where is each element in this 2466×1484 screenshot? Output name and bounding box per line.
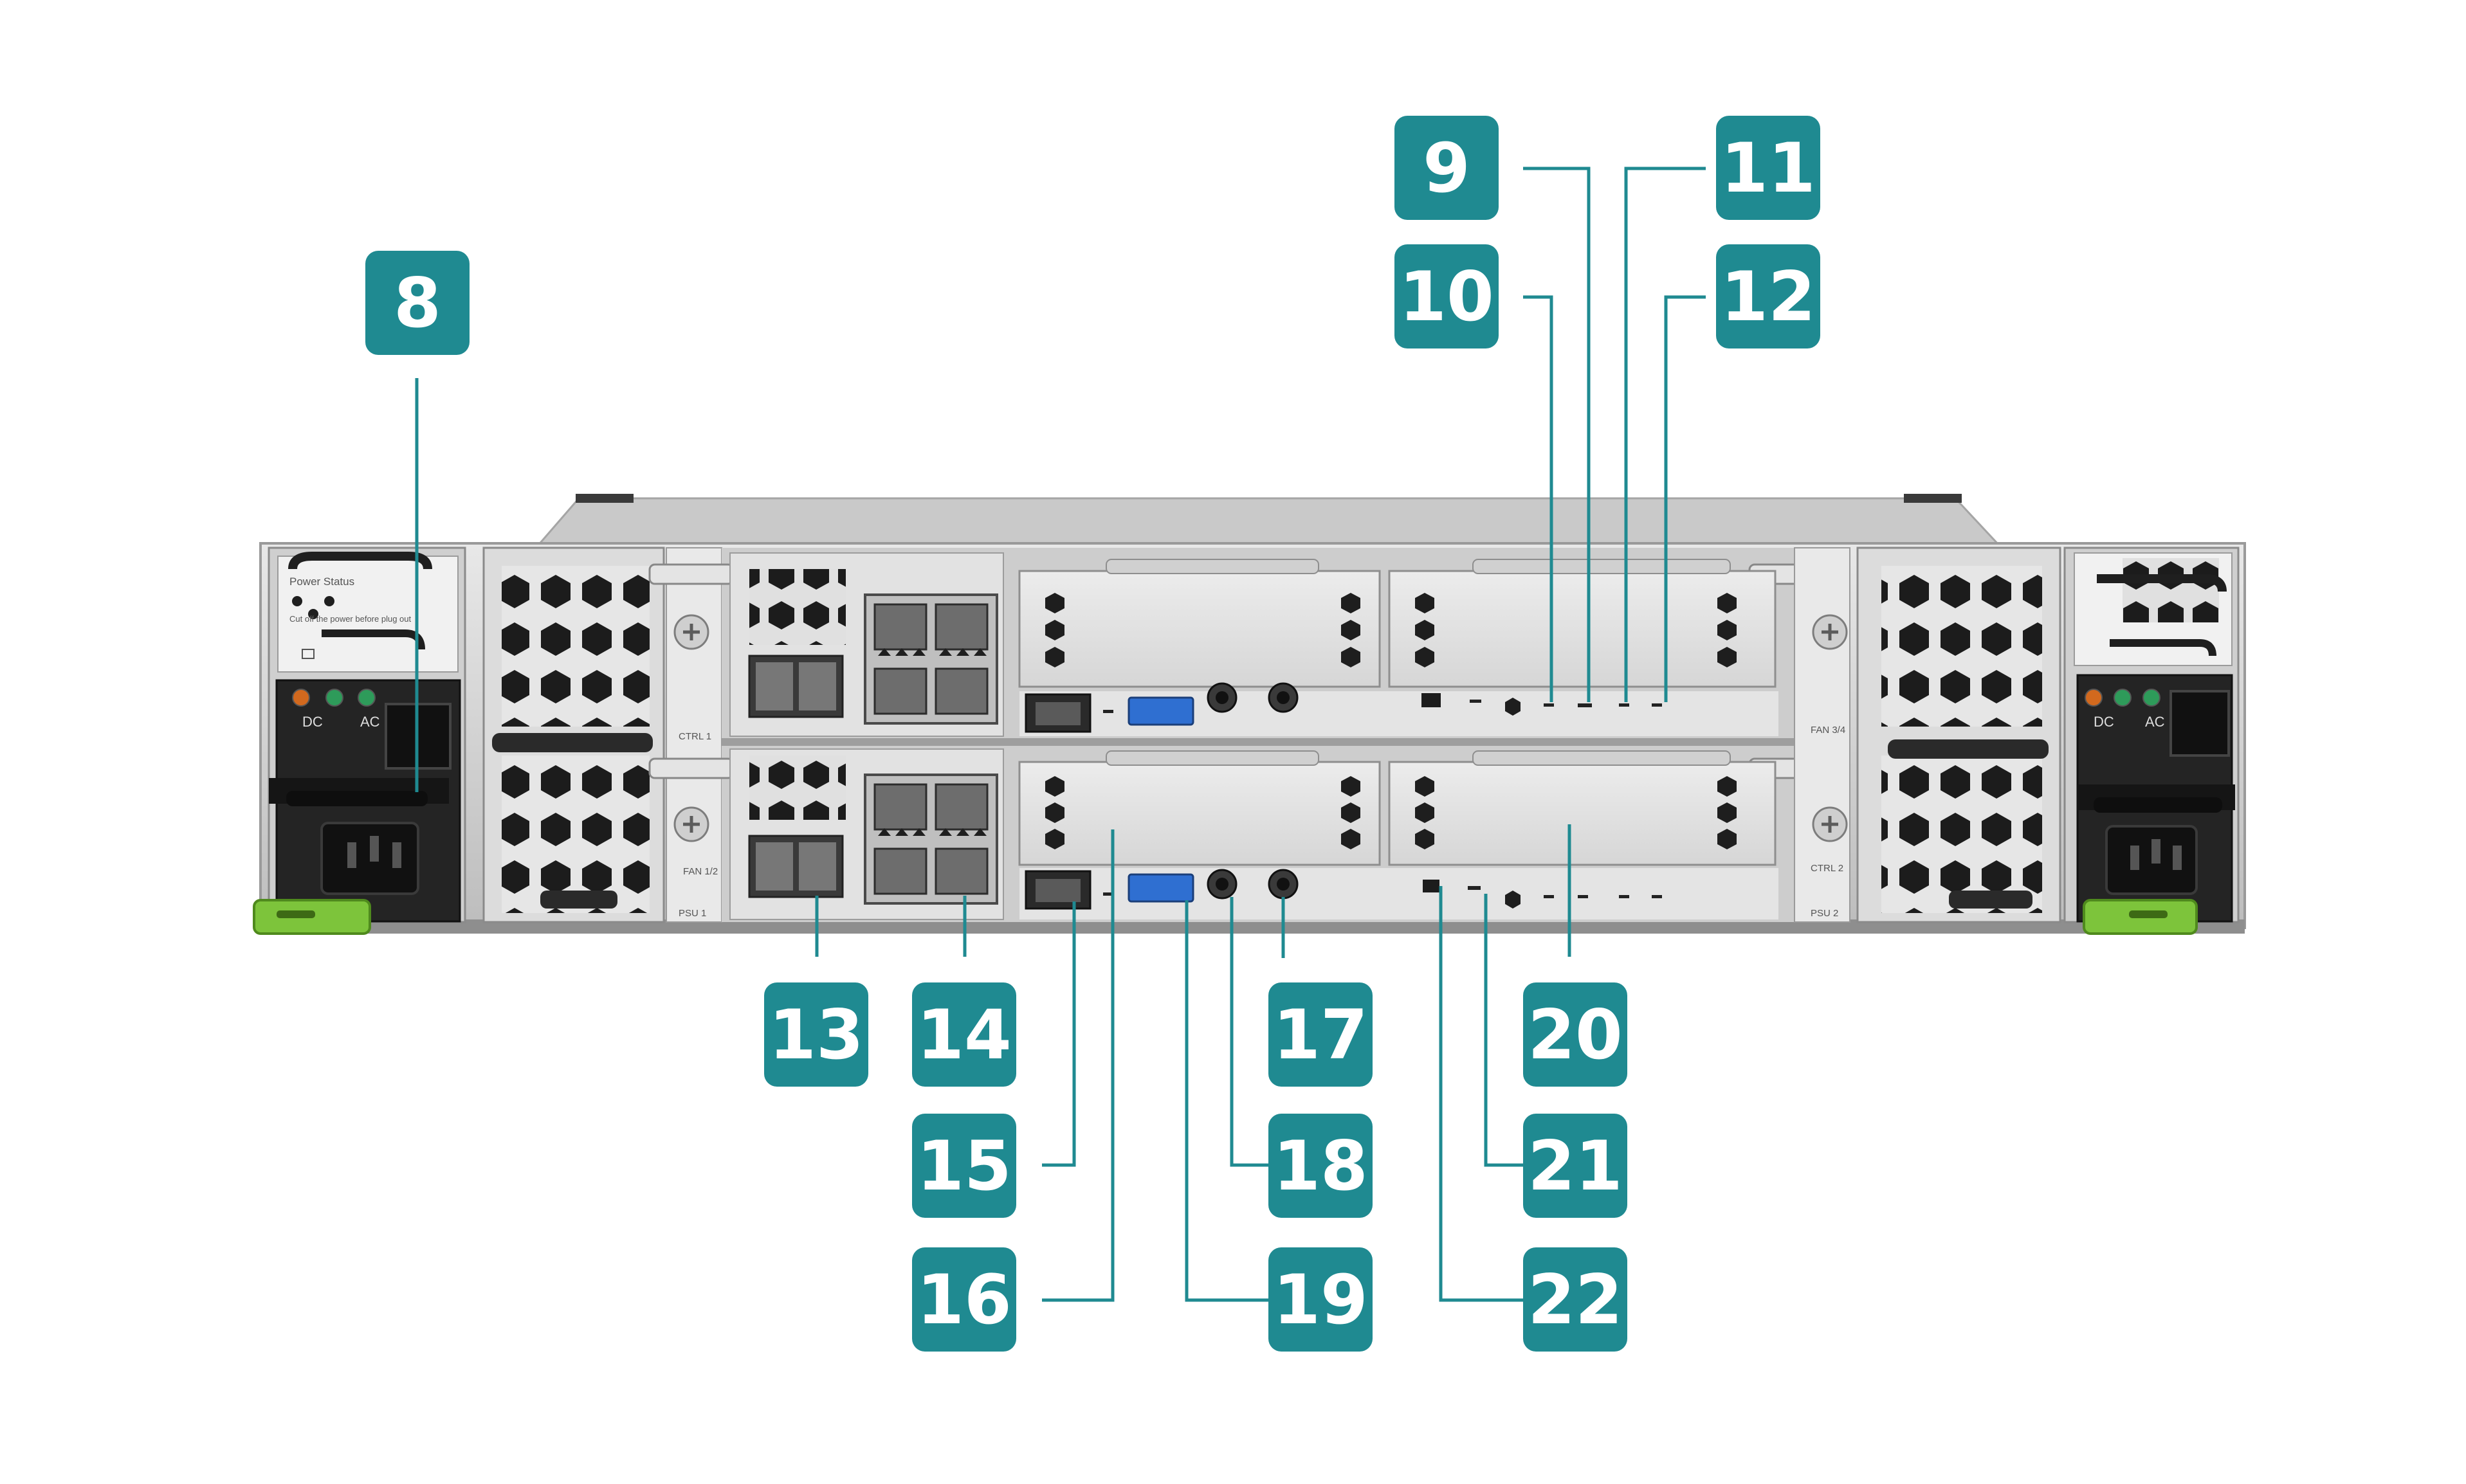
fan12-label: FAN 1/2 [683,866,718,877]
ctrl1-label: CTRL 1 [679,731,711,742]
psu-ac-led [358,689,376,707]
callout-17: 17 [1268,982,1373,1087]
leader-22 [1439,886,1524,1302]
callout-10: 10 [1394,244,1499,348]
callout-19: 19 [1268,1247,1373,1352]
callout-13: 13 [764,982,868,1087]
leader-10 [1523,295,1553,702]
leader-19 [1185,900,1270,1302]
leader-18 [1230,897,1270,1167]
leader-11 [1624,167,1706,702]
psu-2: DC AC [2063,547,2240,935]
svg-text:19: 19 [1273,1260,1368,1339]
callout-12: 12 [1716,244,1820,348]
callout-22: 22 [1523,1247,1627,1352]
svg-text:8: 8 [394,264,441,343]
callout-16: 16 [912,1247,1016,1352]
psu2-dc-label: DC [2094,714,2114,730]
leader-12 [1664,295,1706,702]
callout-badges: 8 9 10 11 12 13 14 15 [365,116,1820,1352]
ctrl2-label: CTRL 2 [1811,863,1843,874]
callout-18: 18 [1268,1114,1373,1218]
svg-text:17: 17 [1273,995,1368,1074]
svg-text:15: 15 [917,1127,1012,1206]
callout-9: 9 [1394,116,1499,220]
callout-21: 21 [1523,1114,1627,1218]
leader-21 [1484,894,1524,1167]
svg-text:13: 13 [769,995,864,1074]
svg-text:11: 11 [1721,129,1816,208]
right-label-strip: FAN 3/4 CTRL 2 PSU 2 [1794,547,1850,923]
leader-9 [1523,167,1591,702]
fan-module-right [1856,547,2061,923]
psu-ac-label: AC [360,714,380,730]
callout-14: 14 [912,982,1016,1087]
leader-15 [1042,901,1076,1167]
psu-dc-label: DC [302,714,323,730]
psu-power-status-label: Power Status [289,575,354,588]
callout-11: 11 [1716,116,1820,220]
callout-8: 8 [365,251,470,355]
svg-text:20: 20 [1528,995,1623,1074]
svg-text:9: 9 [1423,129,1470,208]
fan34-label: FAN 3/4 [1811,725,1845,736]
leader-16 [1042,829,1115,1302]
svg-text:16: 16 [917,1260,1012,1339]
fan-module-left [482,547,665,923]
svg-text:12: 12 [1721,257,1816,336]
svg-text:10: 10 [1399,257,1494,336]
psu-warning-label: Cut off the power before plug out [289,614,411,624]
svg-text:22: 22 [1528,1260,1623,1339]
controller-1 [729,552,1778,737]
svg-text:14: 14 [917,995,1012,1074]
psu2-ac-label: AC [2145,714,2165,730]
leader-lines [415,167,1706,1302]
callout-15: 15 [912,1114,1016,1218]
psu-1: Power Status Cut off the power before pl… [253,547,466,935]
controller-2 [729,748,1778,920]
svg-text:21: 21 [1528,1127,1623,1206]
svg-text:18: 18 [1273,1127,1368,1206]
callout-20: 20 [1523,982,1627,1087]
psu-status-led [292,689,310,707]
psu2-label: PSU 2 [1811,908,1838,919]
psu-power-led [325,689,343,707]
left-label-strip: CTRL 1 FAN 1/2 PSU 1 [666,547,722,923]
psu1-label: PSU 1 [679,908,706,919]
